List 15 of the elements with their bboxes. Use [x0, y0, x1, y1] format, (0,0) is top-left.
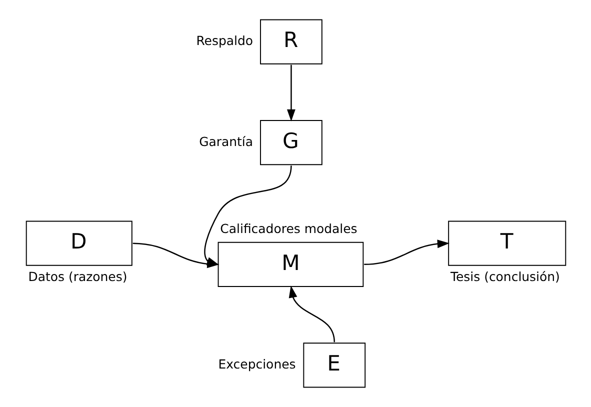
- node-label: Garantía: [198, 134, 253, 149]
- node-box: D: [25, 220, 132, 266]
- node-label: Calificadores modales: [220, 221, 357, 236]
- arrow: [286, 64, 295, 122]
- node-box: E: [302, 342, 366, 388]
- node-label: Datos (razones): [28, 269, 127, 284]
- arrow: [288, 286, 334, 342]
- node-box: G: [260, 120, 322, 166]
- node-label: Respaldo: [196, 33, 253, 48]
- node-label: Tesis (conclusión): [450, 269, 560, 284]
- node-box: T: [448, 220, 566, 266]
- node-label: Excepciones: [218, 356, 296, 372]
- arrow: [364, 240, 449, 266]
- node-box: R: [260, 19, 322, 64]
- node-box: M: [217, 242, 364, 287]
